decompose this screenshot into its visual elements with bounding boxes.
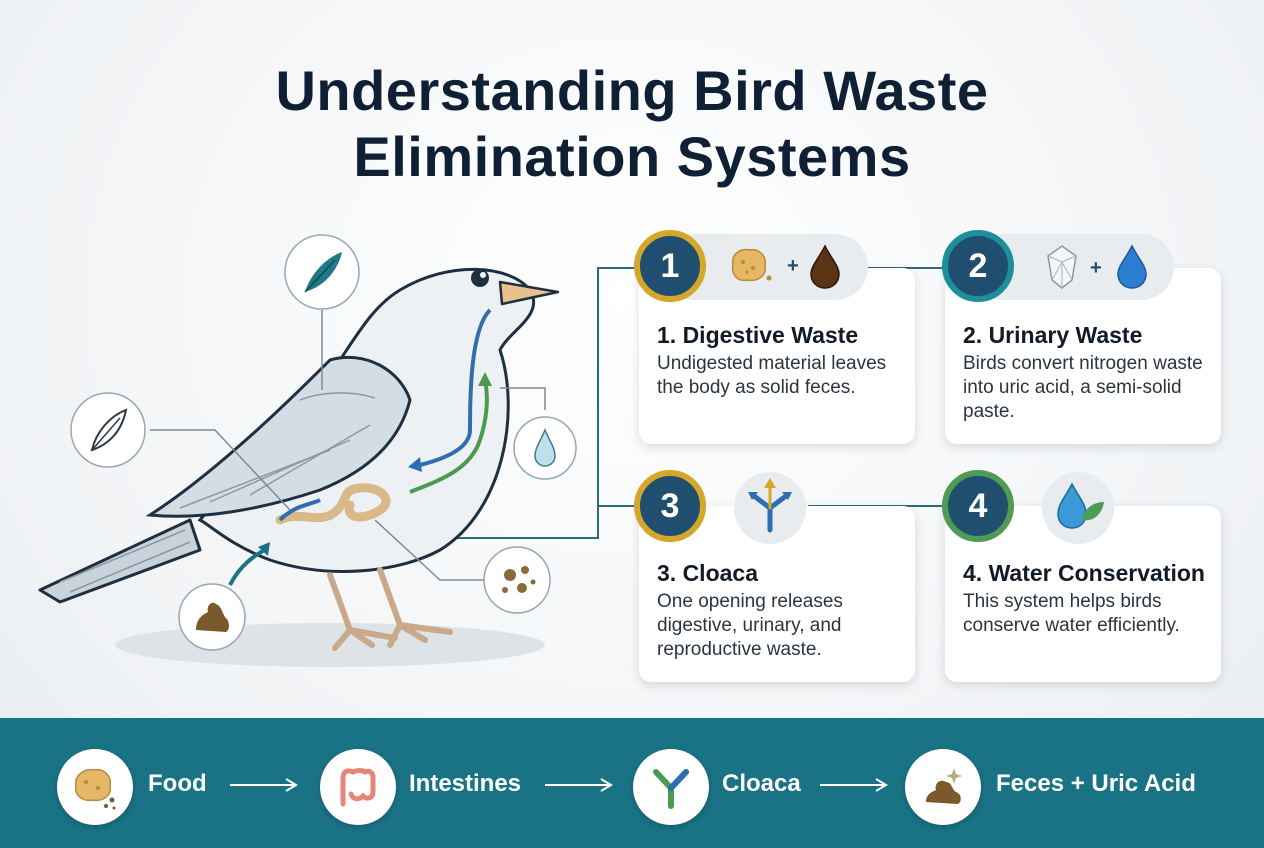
- feces-pile-icon: [178, 583, 246, 651]
- arrow-right-icon: [820, 778, 888, 792]
- title-line-2: Elimination Systems: [353, 125, 911, 188]
- quill-icon: [70, 392, 146, 468]
- badge-3: 3: [634, 470, 706, 542]
- flow-label-feces-uric-acid: Feces + Uric Acid: [996, 770, 1196, 797]
- flow-label-food: Food: [148, 770, 207, 797]
- card-body: This system helps birds conserve water e…: [963, 591, 1180, 636]
- arrow-right-icon: [230, 778, 298, 792]
- card-heading: 4. Water Conservation: [963, 560, 1205, 586]
- card-heading: 1. Digestive Waste: [657, 322, 859, 348]
- card-heading: 3. Cloaca: [657, 560, 758, 586]
- split-arrows-icon: [734, 472, 806, 544]
- page-title: Understanding Bird Waste Elimination Sys…: [0, 58, 1264, 190]
- card-body: One opening releases digestive, urinary,…: [657, 591, 843, 660]
- water-drop-icon: [513, 416, 577, 480]
- digestive-icons: +: [731, 244, 840, 289]
- card-body: Undigested material leaves the body as s…: [657, 353, 887, 398]
- water-leaf-icon: [1042, 472, 1114, 544]
- urinary-icons: +: [1047, 244, 1147, 289]
- crystal-icon: [1047, 245, 1077, 289]
- cloaca-icon: [633, 749, 709, 825]
- plus-icon: +: [787, 255, 799, 277]
- badge-1: 1: [634, 230, 706, 302]
- food-icon: [57, 749, 133, 825]
- title-line-1: Understanding Bird Waste: [275, 59, 989, 122]
- plus-icon: +: [1090, 257, 1102, 279]
- badge-2: 2: [942, 230, 1014, 302]
- brown-droplet-icon: [810, 244, 840, 289]
- bird-illustration: [38, 234, 577, 667]
- flow-label-intestines: Intestines: [409, 770, 522, 797]
- flow-label-cloaca: Cloaca: [722, 770, 801, 797]
- feather-icon: [284, 234, 360, 310]
- intestines-icon: [320, 749, 396, 825]
- process-flow-bar: Food Intestines Cloaca Feces + Uric Acid: [0, 718, 1264, 848]
- card-heading: 2. Urinary Waste: [963, 322, 1143, 348]
- droppings-icon: [483, 546, 551, 614]
- card-body: Birds convert nitrogen waste into uric a…: [963, 353, 1203, 422]
- feces-icon: [905, 749, 981, 825]
- badge-4: 4: [942, 470, 1014, 542]
- arrow-right-icon: [545, 778, 613, 792]
- food-pellet-icon: [731, 248, 772, 282]
- blue-droplet-icon: [1117, 244, 1147, 289]
